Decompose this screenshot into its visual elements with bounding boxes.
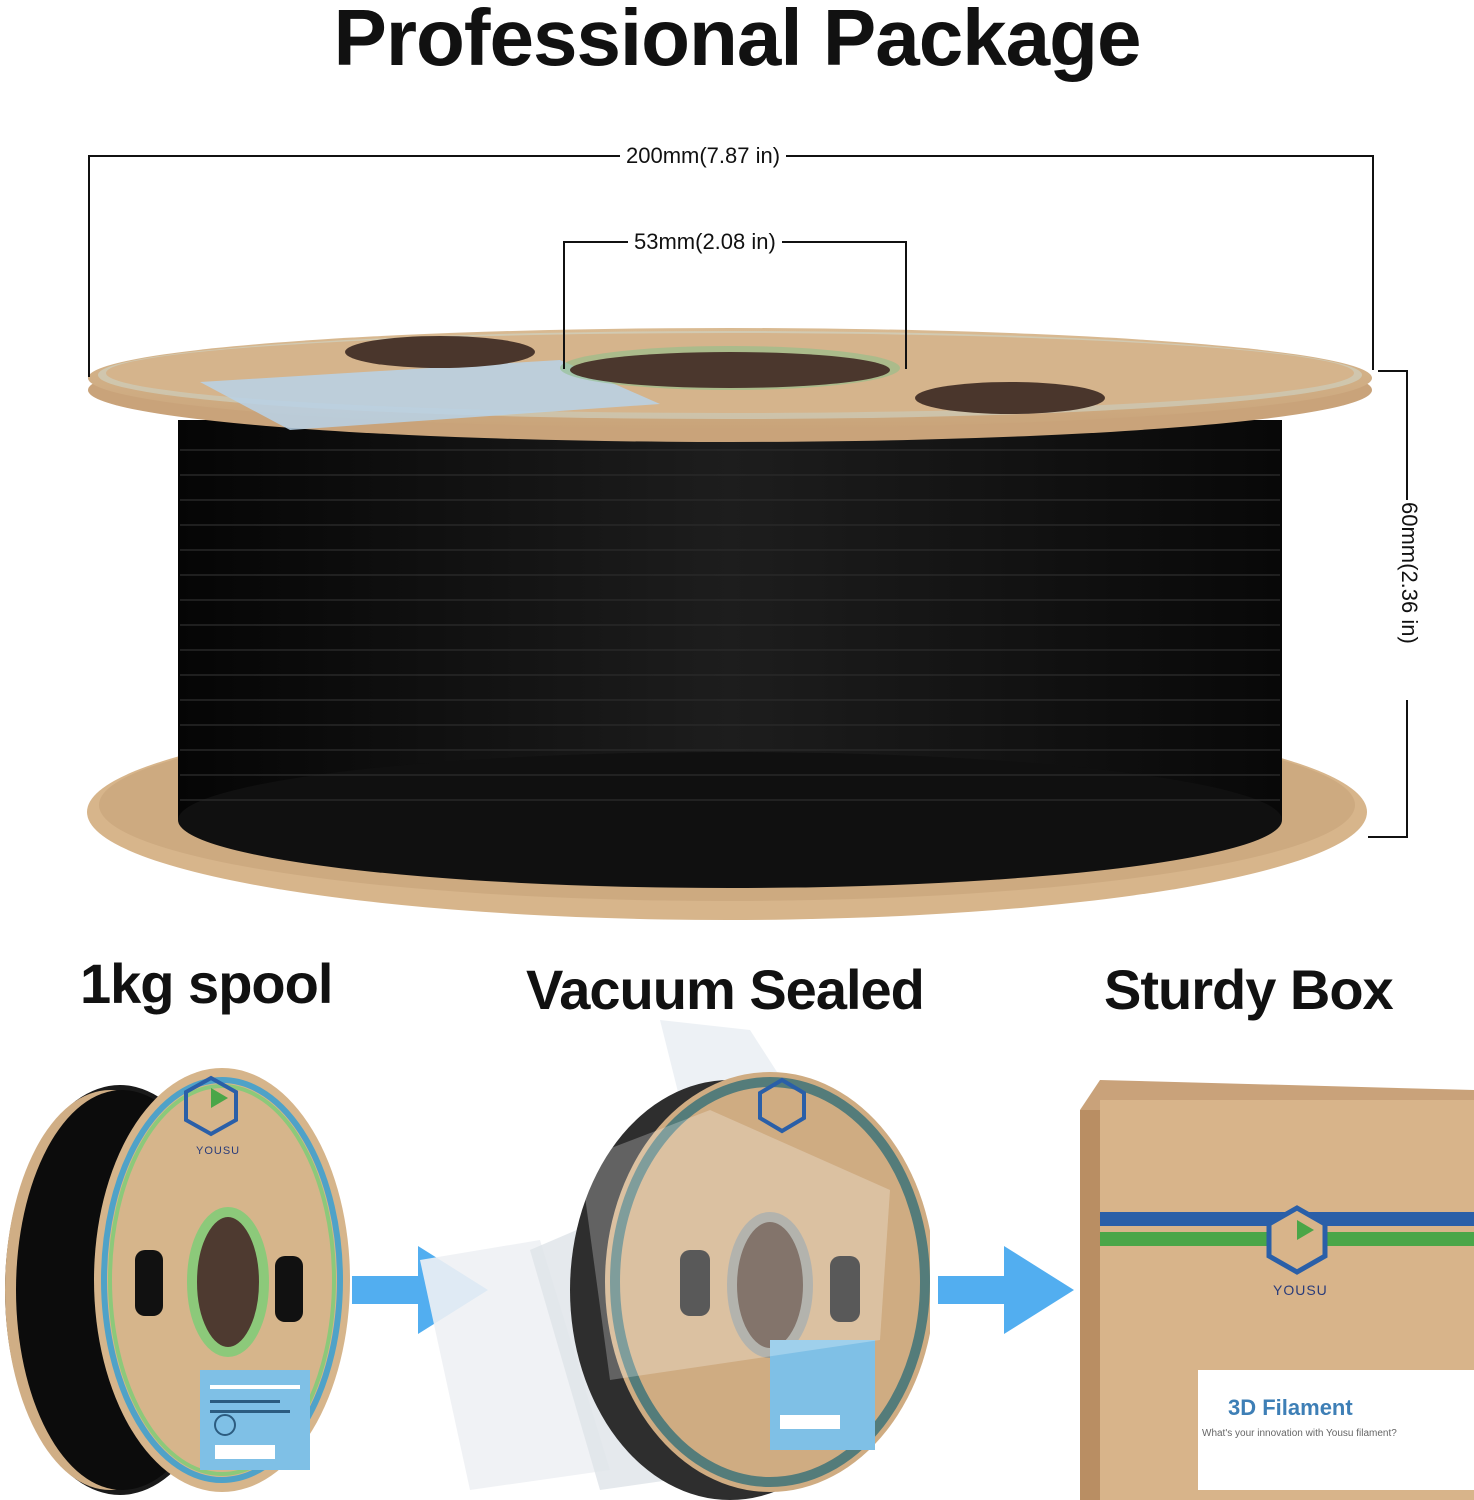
spool-brand: YOUSU xyxy=(196,1145,241,1157)
width-line-top xyxy=(1378,370,1408,372)
diameter-line-right xyxy=(1372,155,1374,370)
page-title: Professional Package xyxy=(333,0,1141,82)
width-label: 60mm(2.36 in) xyxy=(1394,500,1422,700)
step-label-vacuum: Vacuum Sealed xyxy=(526,958,925,1021)
arrow-right-icon xyxy=(938,1246,1074,1334)
box-brand: YOUSU xyxy=(1273,1282,1328,1298)
diameter-line-left xyxy=(88,155,90,377)
box-label-subtitle: What's your innovation with Yousu filame… xyxy=(1202,1428,1397,1439)
step-label-spool: 1kg spool xyxy=(80,952,333,1015)
box-label-title: 3D Filament xyxy=(1228,1395,1353,1420)
width-line-bottom xyxy=(1368,836,1408,838)
main-spool-image xyxy=(87,328,1372,920)
hub-line-right xyxy=(905,241,907,369)
vacuum-sealed-image xyxy=(420,1020,930,1500)
diameter-label: 200mm(7.87 in) xyxy=(620,143,787,169)
spool-product-image xyxy=(5,1068,350,1495)
step-label-box: Sturdy Box xyxy=(1104,958,1394,1021)
box-image xyxy=(1080,1080,1474,1500)
hub-label: 53mm(2.08 in) xyxy=(628,229,782,255)
hub-line-left xyxy=(563,241,565,369)
recycle-icon xyxy=(214,1414,236,1436)
